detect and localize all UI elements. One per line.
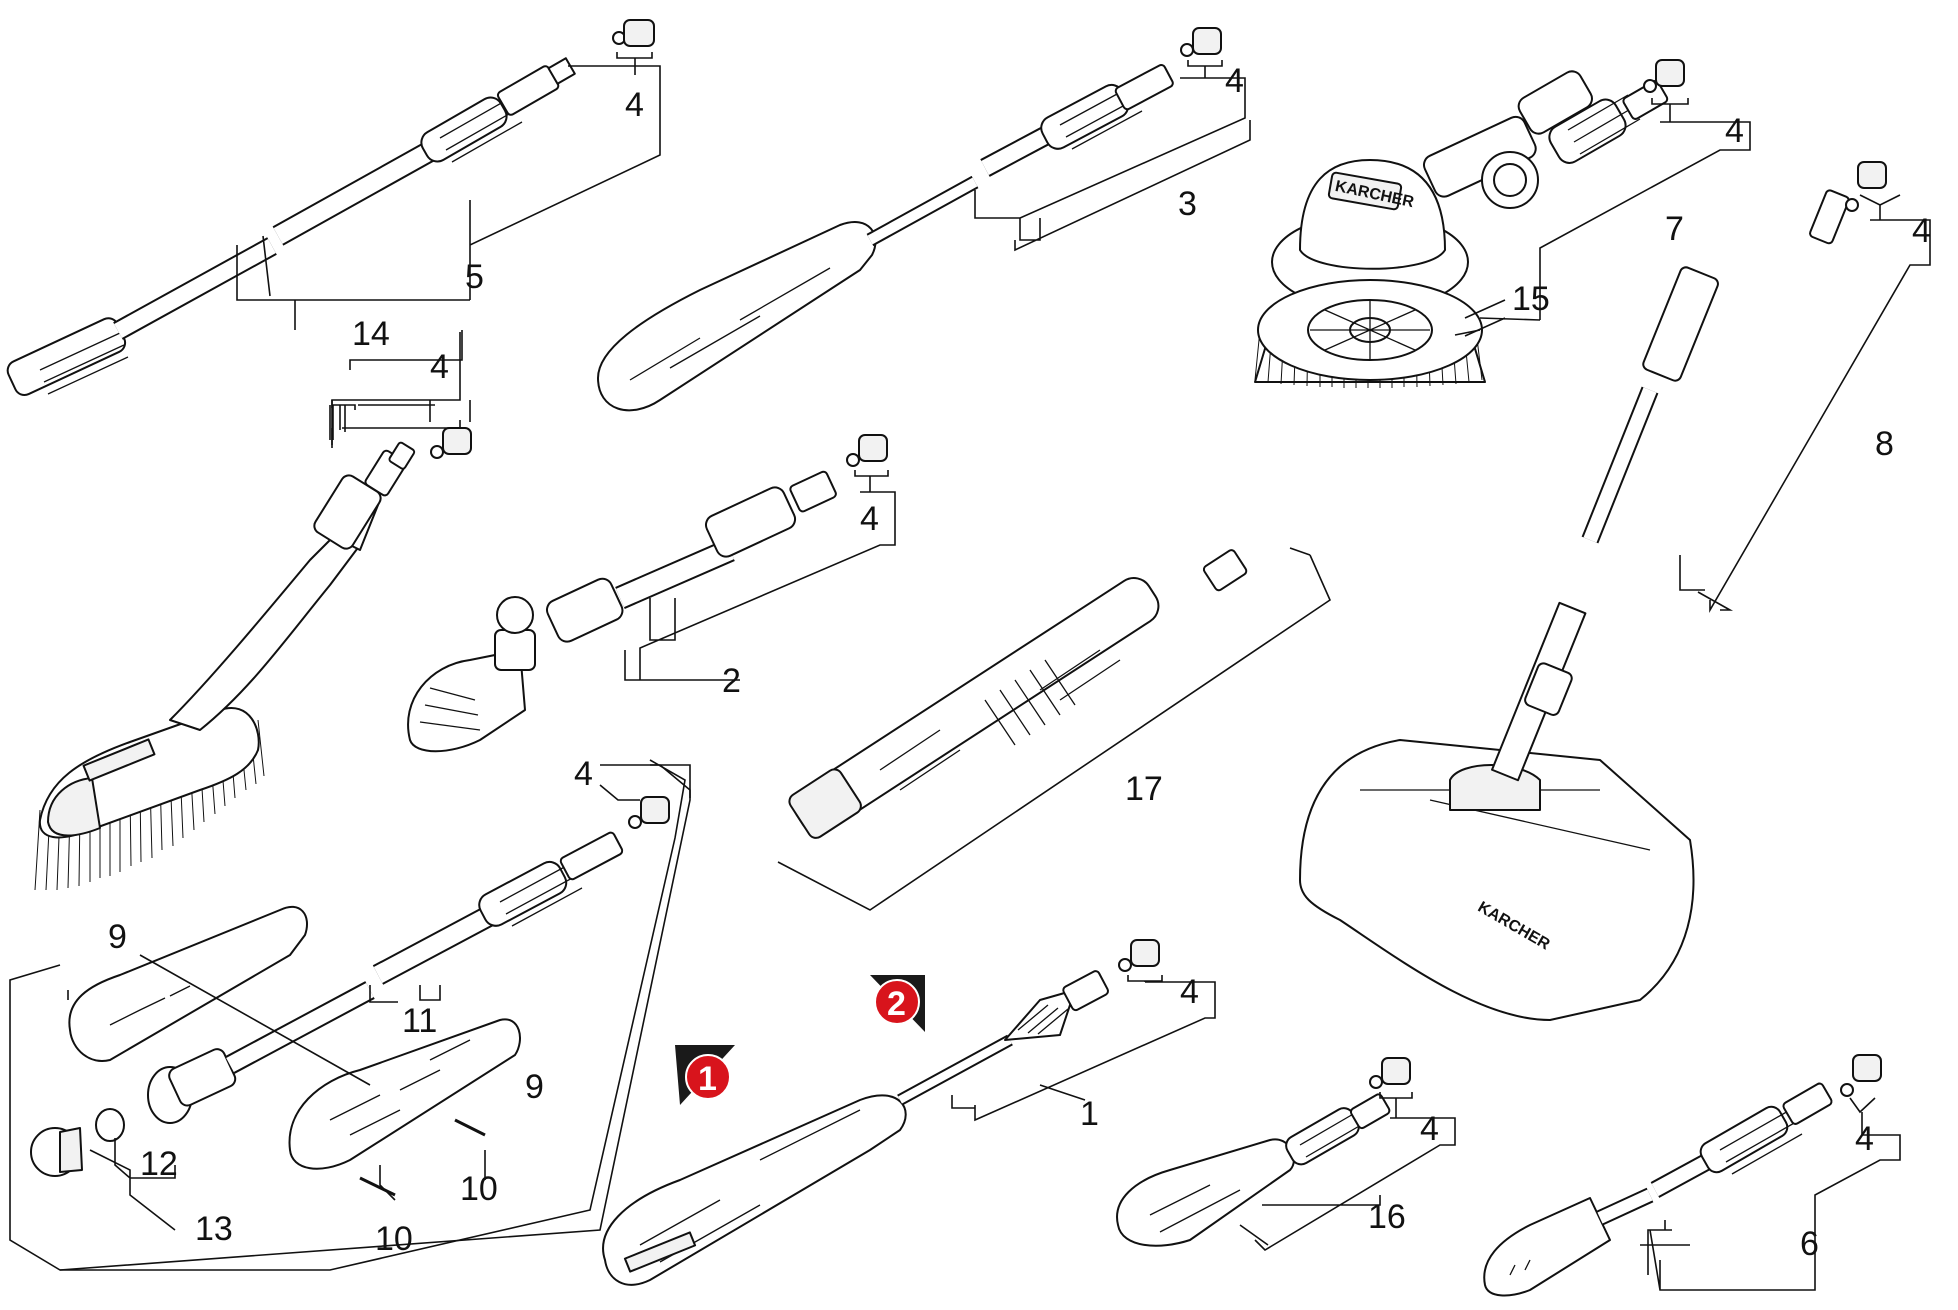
- callout-4: 4: [1912, 212, 1931, 250]
- part-15-brush-ring[interactable]: [1254, 279, 1486, 388]
- badge-1[interactable]: 1: [675, 1045, 735, 1105]
- callout-8: 8: [1875, 425, 1894, 463]
- part-13-nozzle-cap[interactable]: [30, 1127, 83, 1177]
- part-1-spray-lance[interactable]: [602, 970, 1110, 1286]
- callout-4: 4: [1855, 1120, 1874, 1158]
- fitting-4-part-3[interactable]: [1180, 27, 1222, 57]
- fitting-4-part-11[interactable]: [628, 796, 670, 829]
- callout-13: 13: [195, 1210, 233, 1248]
- callout-5: 5: [465, 258, 484, 296]
- fitting-4-part-2[interactable]: [846, 434, 888, 467]
- callout-4: 4: [1225, 62, 1244, 100]
- callout-15: 15: [1512, 280, 1550, 318]
- fitting-4-part-14[interactable]: [430, 427, 472, 459]
- part-17-extension-tube[interactable]: [786, 549, 1248, 841]
- callout-1: 1: [1080, 1095, 1099, 1133]
- part-14-wash-brush[interactable]: [34, 441, 416, 891]
- callout-11: 11: [402, 1002, 437, 1040]
- fitting-4-part-1[interactable]: [1118, 939, 1160, 972]
- part-2-foam-nozzle[interactable]: [407, 470, 837, 753]
- callout-10: 10: [375, 1220, 413, 1258]
- callout-4: 4: [625, 86, 644, 124]
- badge-1-label: 1: [698, 1060, 717, 1098]
- callout-2: 2: [722, 662, 741, 700]
- fitting-4-part-6[interactable]: [1840, 1054, 1882, 1097]
- callout-4: 4: [1725, 112, 1744, 150]
- fitting-4-part-16[interactable]: [1369, 1057, 1411, 1089]
- callout-10: 10: [460, 1170, 498, 1208]
- callout-9: 9: [108, 918, 127, 956]
- callout-7: 7: [1665, 210, 1684, 248]
- callout-3: 3: [1178, 185, 1197, 223]
- part-10-screw[interactable]: [359, 1176, 396, 1197]
- part-9-handle-shell-upper[interactable]: [68, 905, 308, 1062]
- part-5-spray-lance[interactable]: [4, 57, 576, 398]
- callout-4: 4: [860, 500, 879, 538]
- callout-17: 17: [1125, 770, 1163, 808]
- badge-2[interactable]: 2: [870, 975, 925, 1032]
- callout-6: 6: [1800, 1225, 1819, 1263]
- part-10-screw[interactable]: [454, 1118, 486, 1137]
- part-6-dirt-blaster-lance[interactable]: [1483, 1082, 1833, 1297]
- part-16-short-lance[interactable]: [1116, 1093, 1391, 1247]
- part-7-rotary-brush-head[interactable]: KARCHER: [1271, 68, 1669, 311]
- part-9-handle-shell-lower[interactable]: [288, 1018, 521, 1170]
- fitting-4-part-7[interactable]: [1643, 59, 1685, 93]
- part-8-surface-cleaner[interactable]: KARCHER: [1299, 189, 1850, 1021]
- part-3-lance-with-grip[interactable]: [597, 63, 1174, 412]
- callout-4: 4: [1420, 1110, 1439, 1148]
- fitting-4-part-8[interactable]: [1845, 161, 1887, 212]
- part-11-lance-tube[interactable]: [147, 831, 624, 1124]
- part-12-o-ring[interactable]: [95, 1108, 125, 1142]
- callout-4: 4: [574, 755, 593, 793]
- badge-2-label: 2: [887, 985, 906, 1023]
- callout-4: 4: [430, 348, 449, 386]
- callout-14: 14: [352, 315, 390, 353]
- callout-16: 16: [1368, 1198, 1406, 1236]
- callout-9: 9: [525, 1068, 544, 1106]
- callout-12: 12: [140, 1145, 178, 1183]
- fitting-4-part-5[interactable]: [612, 19, 655, 47]
- callout-4: 4: [1180, 973, 1199, 1011]
